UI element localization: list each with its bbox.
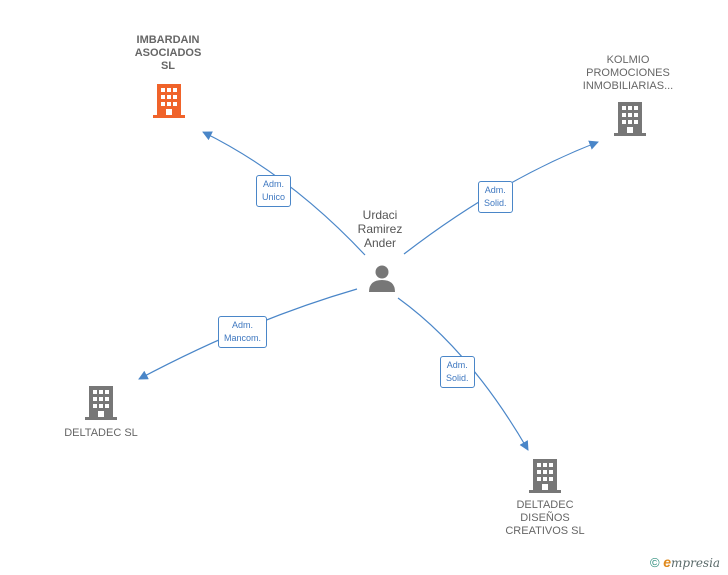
company-name-line: PROMOCIONES <box>586 67 670 79</box>
relation-label-imbardain: Adm. Unico <box>256 175 292 207</box>
person-icon[interactable] <box>367 263 397 293</box>
company-name-line: DELTADEC <box>516 499 574 511</box>
person-name-line: Ramirez <box>357 222 403 236</box>
company-name-line: ASOCIADOS <box>134 47 202 59</box>
company-name-deltadec-disenos[interactable]: DELTADEC DISEÑOS CREATIVOS SL <box>490 499 600 538</box>
company-name-line: SL <box>160 60 176 72</box>
company-name-line: CREATIVOS SL <box>505 525 585 537</box>
company-name-line: DELTADEC SL <box>64 427 138 439</box>
company-name-kolmio[interactable]: KOLMIO PROMOCIONES INMOBILIARIAS... <box>570 54 686 93</box>
company-name-deltadec[interactable]: DELTADEC SL <box>46 427 156 440</box>
company-name-line: INMOBILIARIAS... <box>582 80 674 92</box>
relation-label-deltadec-disenos: Adm. Solid. <box>440 356 475 388</box>
relation-label-line: Solid. <box>484 198 507 208</box>
building-icon[interactable] <box>529 459 561 493</box>
relation-label-line: Unico <box>262 192 286 202</box>
relation-label-line: Mancom. <box>224 333 262 343</box>
person-name-line: Urdaci <box>362 208 398 222</box>
relation-label-kolmio: Adm. Solid. <box>478 181 513 213</box>
company-name-line: KOLMIO <box>606 54 650 66</box>
building-icon[interactable] <box>153 84 185 118</box>
relation-label-line: Adm. <box>263 179 285 189</box>
relation-label-line: Solid. <box>446 373 469 383</box>
relation-label-line: Adm. <box>484 185 506 195</box>
person-name-line: Ander <box>363 236 397 250</box>
relation-label-line: Adm. <box>446 360 468 370</box>
brand-logo-text: mpresia <box>671 556 721 570</box>
relation-label-line: Adm. <box>232 320 254 330</box>
footer-brand: © empresia <box>650 554 720 570</box>
company-name-line: IMBARDAIN <box>136 34 200 46</box>
company-name-imbardain[interactable]: IMBARDAIN ASOCIADOS SL <box>116 34 220 73</box>
building-icon[interactable] <box>614 102 646 136</box>
brand-logo-initial: e <box>663 554 672 570</box>
company-name-line: DISEÑOS <box>520 512 570 524</box>
building-icon[interactable] <box>85 386 117 420</box>
relation-label-deltadec: Adm. Mancom. <box>218 316 268 348</box>
copyright-icon: © <box>650 555 660 570</box>
person-name[interactable]: Urdaci Ramirez Ander <box>340 208 420 250</box>
